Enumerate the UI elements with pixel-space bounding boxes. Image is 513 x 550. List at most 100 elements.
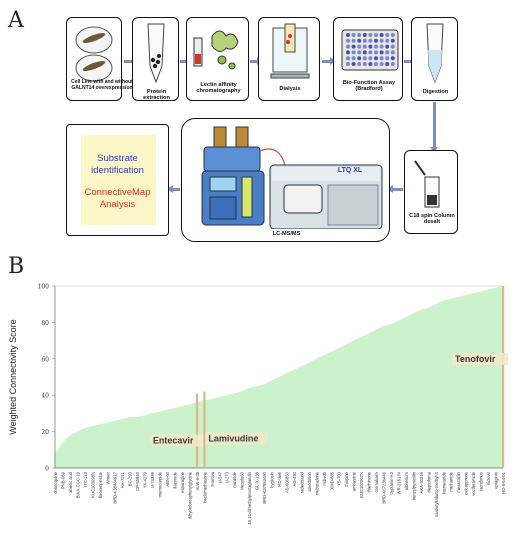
x-tick-label: dieptofoma — [426, 471, 431, 492]
protein-extraction-box: Protein extraction — [132, 17, 179, 101]
well-dot — [379, 56, 384, 61]
panel-b-letter: B — [8, 254, 25, 279]
x-tick-label: 16,16-dimethylprostaglandin — [247, 471, 252, 524]
well-dot — [374, 56, 378, 61]
well-dot — [346, 62, 350, 66]
well-dot — [357, 50, 362, 55]
annotation-bg — [149, 434, 207, 447]
x-tick-label: ALW-II-38 — [195, 471, 200, 490]
x-tick-label: KUC103098N — [90, 472, 95, 498]
x-tick-label: epiaginin — [494, 471, 499, 488]
well-dot — [379, 62, 384, 66]
well-dot — [390, 62, 395, 66]
x-tick-label: fasmetaride — [441, 471, 446, 494]
digestion-tube-icon — [426, 23, 444, 84]
cell-line-label: Cell Line with and without GALNT14 overe… — [71, 79, 133, 91]
score-area — [55, 286, 503, 468]
well-dot — [346, 56, 350, 61]
lcms-box: LTQ XL LC-MS/MS — [181, 118, 390, 242]
x-tick-label: tacrolimus — [479, 472, 484, 491]
bio-assay-label: Bio-Function Assay (Bradford) — [342, 80, 396, 93]
x-tick-label: chloroquine — [53, 471, 58, 493]
well-dot — [351, 38, 356, 43]
well-dot — [385, 56, 390, 61]
result-line-3: ConnectiveMap — [84, 187, 151, 198]
well-dot — [385, 38, 390, 43]
well-dot — [357, 33, 362, 37]
well-dot — [362, 38, 367, 43]
x-tick-label: HG-6-64-01 — [501, 471, 506, 494]
well-dot — [351, 62, 356, 66]
x-tick-label: dihydrobrosphenylglycine — [187, 471, 192, 519]
x-tick-label: esparagine — [180, 471, 185, 492]
annotation-bg — [452, 353, 509, 365]
result-line-4: Analysis — [99, 199, 136, 210]
x-tick-label: BRD-K38484917 — [113, 471, 118, 503]
arrow-6 — [430, 102, 438, 153]
well-dot — [351, 44, 356, 49]
arrow-3 — [250, 57, 263, 65]
digestion-label: Digestion — [422, 89, 449, 95]
result-line-2: identification — [91, 165, 144, 176]
x-tick-label: WR-216174 — [396, 471, 401, 494]
well-dot — [379, 38, 384, 43]
x-tick-label: Mesylu60 — [240, 471, 245, 490]
y-tick-label: 40 — [41, 393, 49, 400]
annotation-label: Entecavir — [153, 435, 194, 445]
result-line-1: Substrate — [97, 153, 138, 164]
well-dot — [346, 38, 350, 43]
well-dot — [357, 38, 362, 43]
x-tick-label: calcapprene — [464, 471, 469, 494]
well-dot — [368, 56, 373, 61]
x-tick-label: AKA-30316 — [419, 471, 424, 493]
well-dot — [374, 62, 378, 66]
highlight-bar — [203, 391, 206, 468]
x-tick-label: beclomethasone — [202, 471, 207, 502]
y-axis-label: Weighted Connectivity Score — [8, 319, 18, 434]
well-dot — [379, 33, 384, 37]
x-tick-label: radecitiazid — [299, 471, 304, 493]
x-tick-label: CP-55940 — [135, 471, 140, 491]
dialysis-label: Dialysis — [279, 86, 301, 92]
lc-ms-instrument-icon — [201, 126, 383, 229]
dialysis-box: Dialysis — [258, 17, 320, 101]
y-tick-label: 100 — [38, 284, 50, 291]
well-dot — [374, 33, 378, 37]
well-dot — [362, 56, 367, 61]
x-tick-label: AH-7211 — [120, 471, 125, 488]
well-dot — [362, 33, 367, 37]
x-tick-label: ITC-113 — [83, 471, 88, 486]
well-dot — [362, 50, 367, 55]
x-tick-label: ambastine — [352, 471, 357, 491]
well-dot — [351, 56, 356, 61]
annotation-label: Lamivudine — [208, 434, 258, 444]
x-tick-label: hygrosin — [270, 471, 275, 487]
y-tick-label: 60 — [41, 356, 49, 363]
well-dot — [346, 33, 350, 37]
well-dot — [368, 62, 373, 66]
x-tick-label: abietic acid — [68, 471, 73, 493]
well-dot — [379, 44, 384, 49]
dialysis-beaker-icon — [270, 23, 310, 79]
x-tick-label: methanide — [449, 471, 454, 491]
well-plate-icon — [341, 29, 399, 71]
x-tick-label: cromakaim — [374, 471, 379, 492]
x-tick-label: mebutadone — [314, 471, 319, 495]
x-tick-label: AG-490 — [292, 471, 297, 486]
x-tick-label: niclovir — [486, 471, 491, 485]
lectin-label: Lectin affinity chromatography — [196, 82, 241, 95]
x-tick-label: 9-xetiva — [210, 471, 215, 486]
well-dot — [368, 33, 373, 37]
well-dot — [351, 50, 356, 55]
panel-a-letter: A — [8, 8, 24, 33]
well-dot — [385, 62, 390, 66]
y-tick-label: 80 — [41, 320, 49, 327]
highlight-bar — [195, 393, 199, 468]
well-dot — [385, 44, 390, 49]
digestion-box: Digestion — [411, 17, 458, 101]
well-dot — [374, 44, 378, 49]
well-dot — [374, 38, 378, 43]
x-tick-label: oxabutyllabutic-methyl-4 — [434, 471, 439, 517]
x-tick-label: benzylpenicillin — [411, 471, 416, 500]
x-tick-label: tryptanin-A3 — [389, 471, 394, 494]
